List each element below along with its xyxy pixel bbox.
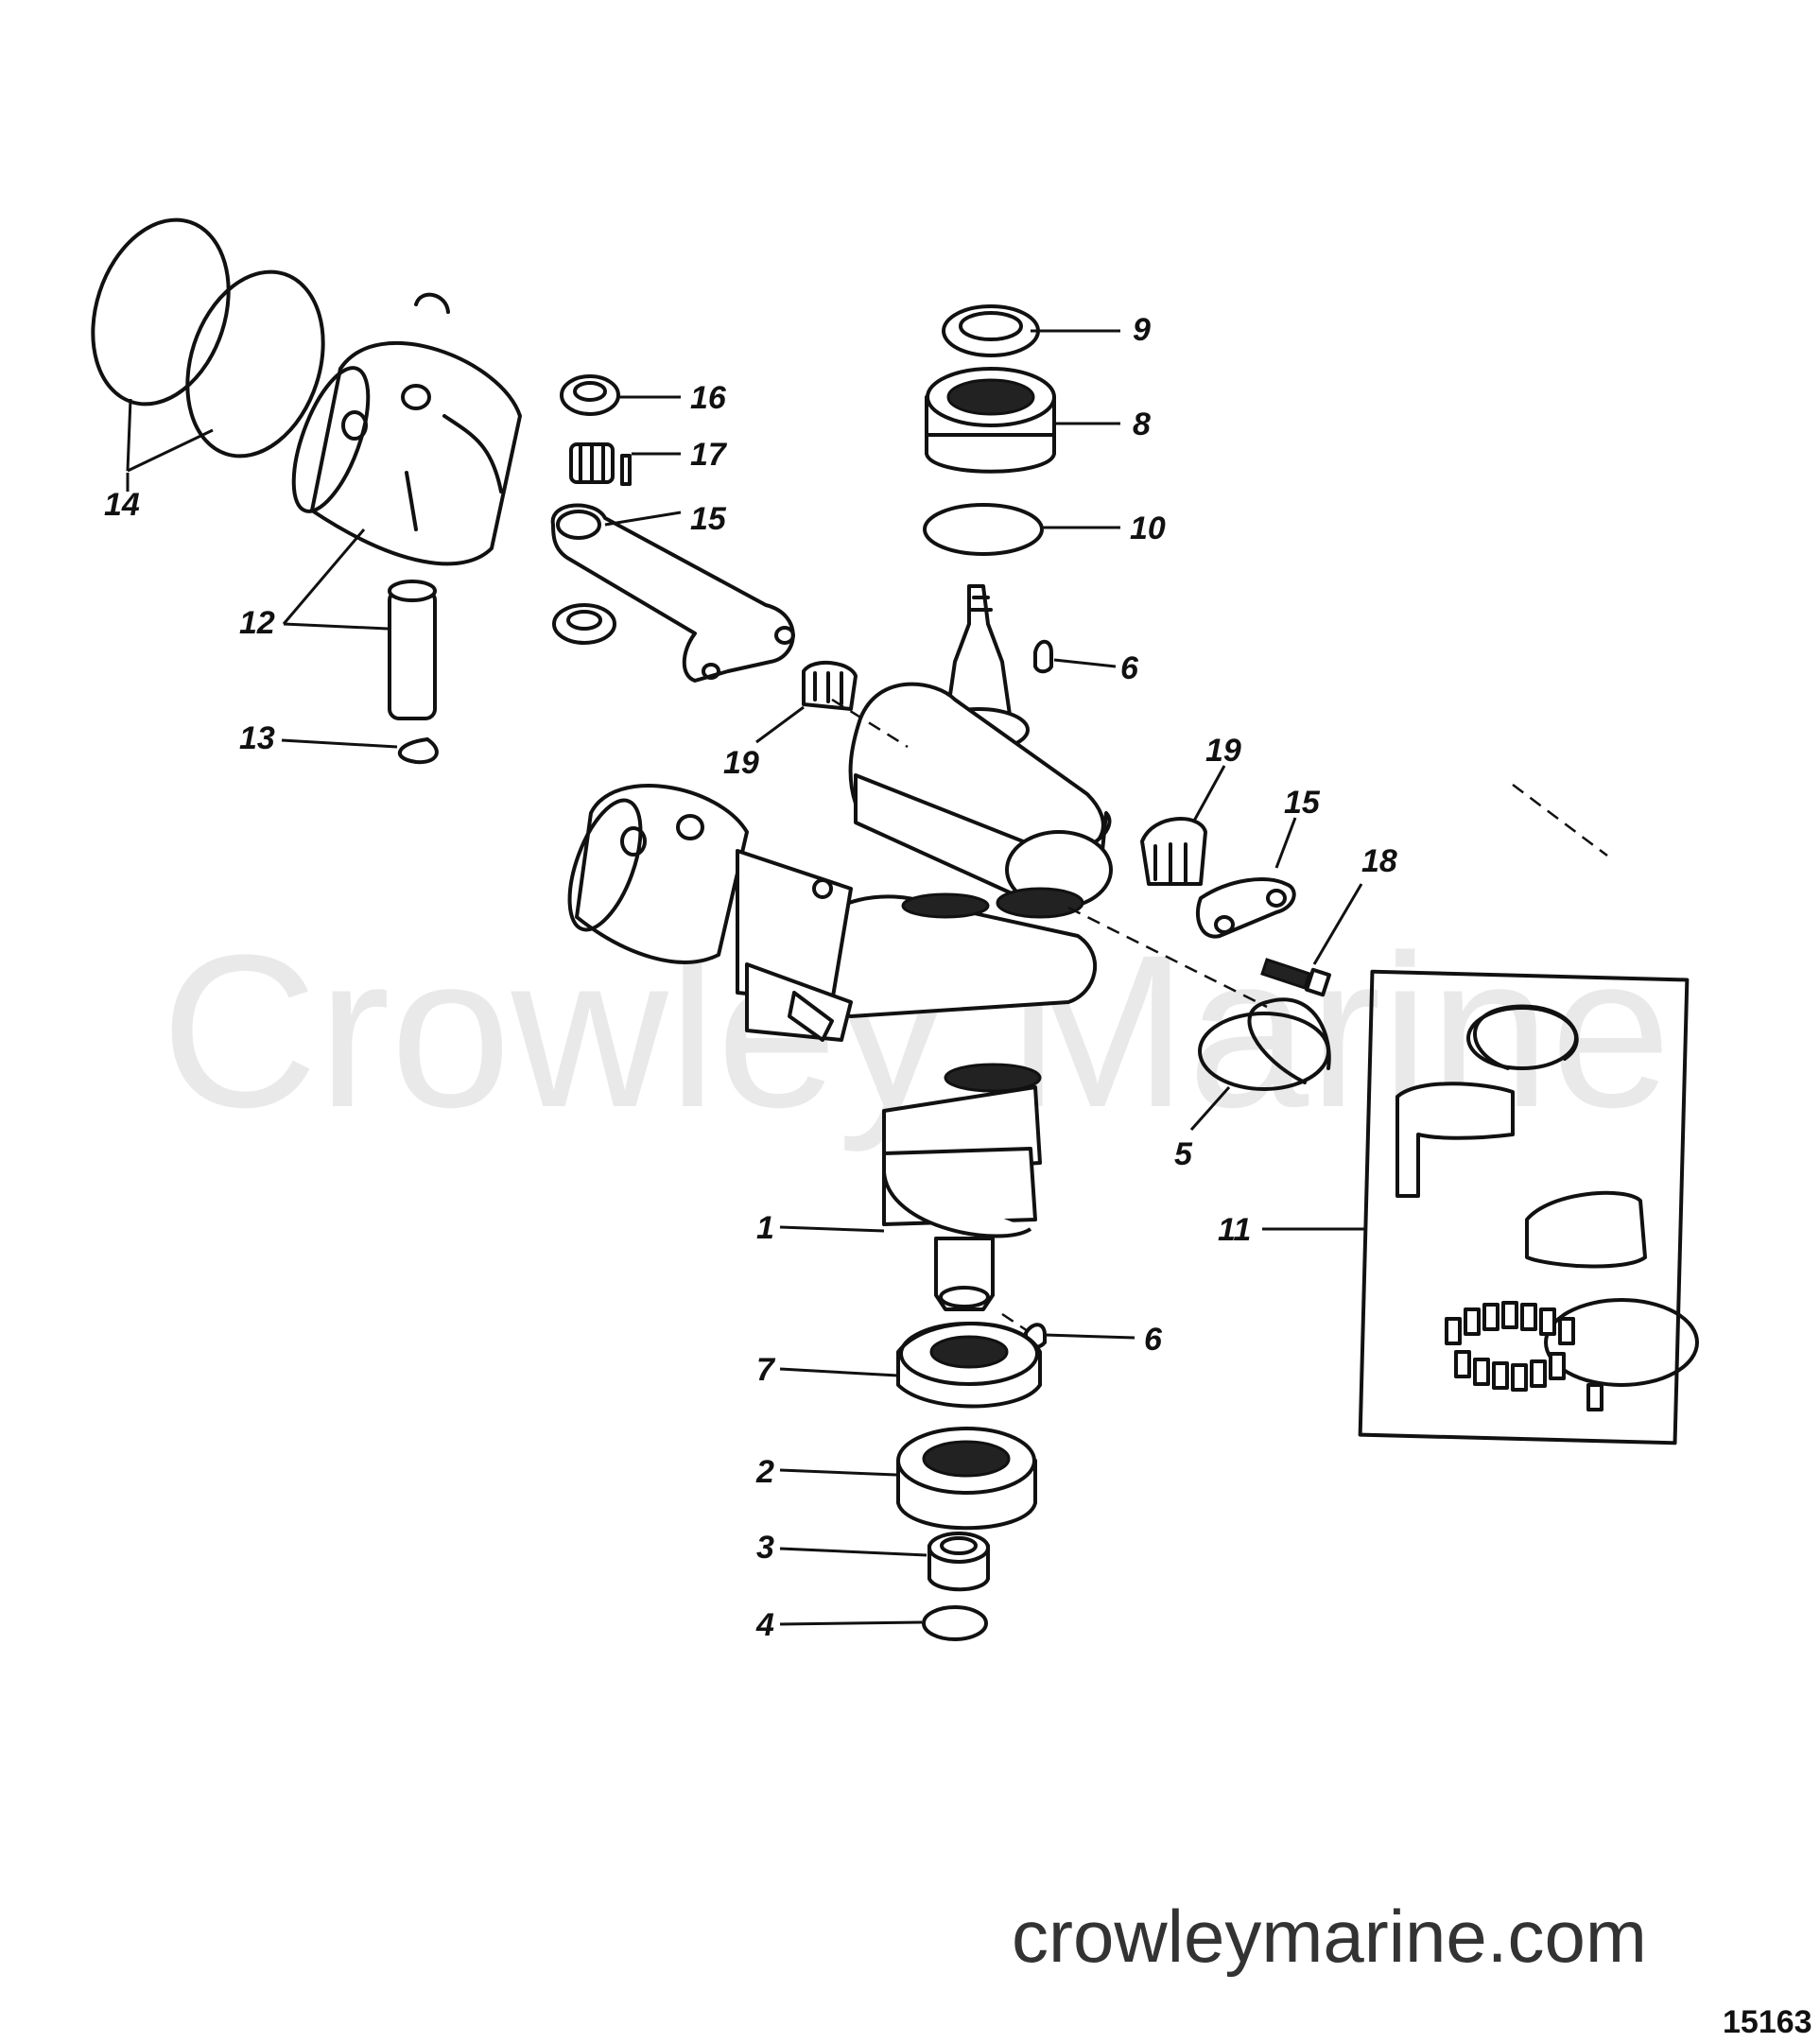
figure-number: 15163 [1723,2004,1812,2040]
callout-4: 4 [755,1607,774,1643]
assembly-line-upper [831,698,909,749]
needle-bearing-part [569,442,632,486]
callout-15-right: 15 [1284,785,1321,821]
callout-8: 8 [1133,407,1151,442]
woodruff-key-part [1033,639,1053,674]
bushing-part [927,1532,990,1592]
oil-seal-part [942,304,1040,357]
callout-10: 10 [1130,511,1166,546]
callout-3: 3 [756,1530,774,1566]
website-text: crowleymarine.com [1012,1895,1647,1978]
crankpin-bearing-part [1140,817,1207,886]
upper-roller-bearing-part [925,367,1056,474]
crankshaft-part [806,584,1113,1311]
assembly-line-corner [1512,784,1608,857]
seal-ring-part [922,1605,988,1641]
bearing-retainer-part [896,1322,1042,1409]
callout-2: 2 [755,1454,774,1490]
retaining-ring-part [1247,997,1331,1084]
assembled-piston-part [567,784,853,1042]
piston-pin-part [388,580,437,720]
rod-cap-screw-part [1260,958,1331,997]
connecting-rod-part [550,503,795,683]
thrust-washer-part [560,374,620,416]
ball-bearing-part [896,1427,1037,1531]
callout-13: 13 [239,720,275,756]
callout-5: 5 [1174,1136,1193,1172]
callout-7: 7 [756,1352,776,1388]
piston-pin-clip-part [414,292,450,314]
callout-9: 9 [1133,312,1151,348]
rod-bearing-cage-part [802,660,858,711]
callout-17: 17 [690,437,728,473]
callout-1: 1 [756,1210,774,1246]
piston-part [291,341,522,566]
leader-lines [126,329,1366,1626]
callout-19-right: 19 [1205,733,1241,769]
callout-15-upper: 15 [690,501,727,537]
retaining-clip-part [397,737,439,765]
rod-cap-part [1195,877,1296,939]
callout-14: 14 [104,487,140,523]
callout-12: 12 [239,605,275,641]
callout-18: 18 [1361,843,1397,879]
bearing-kit-box [1358,969,1699,1446]
callout-19-left: 19 [723,745,759,781]
callout-6-lower: 6 [1144,1322,1163,1358]
callout-16: 16 [690,380,727,416]
lower-thrust-washer-part [552,603,616,645]
o-ring-part [923,503,1044,556]
needle-rollers [1445,1301,1603,1411]
callout-11: 11 [1218,1212,1251,1248]
callout-6-upper: 6 [1120,650,1139,686]
assembly-line-ring [1067,906,1268,1009]
